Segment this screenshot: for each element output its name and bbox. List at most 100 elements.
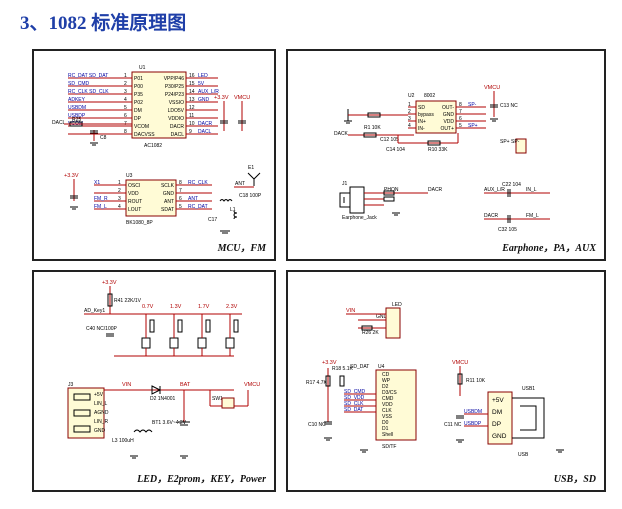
pin-number: 14: [189, 89, 195, 95]
pin-name: DM: [134, 108, 142, 114]
net-label: ADKEY: [68, 97, 86, 103]
r25-label: R25: [72, 117, 81, 123]
sd-pin-name: D3/CS: [382, 390, 397, 396]
key-resistor: [233, 319, 239, 333]
r26-label: R26 2K: [362, 330, 379, 336]
panel-caption: Earphone，PA，AUX: [502, 243, 596, 254]
vmcu-label: VMCU: [244, 382, 260, 388]
sw1-label: SW1: [212, 396, 223, 402]
pin-name: VPP/P46: [164, 76, 185, 82]
c14-label: C14 104: [386, 147, 405, 153]
j3-pin-label: AGND: [94, 410, 109, 416]
pin-name: P30/P25: [165, 84, 184, 90]
net-label: 5V: [198, 81, 205, 87]
usb-connector[interactable]: [487, 391, 513, 445]
pin-number: 6: [459, 116, 462, 122]
pin-name: GND: [443, 112, 455, 118]
key-resistor: [177, 319, 183, 333]
pin-number: 8: [459, 102, 462, 108]
u3-ref: U3: [126, 173, 133, 179]
dacl-label: DACL: [52, 120, 66, 126]
key-switch[interactable]: [197, 337, 207, 349]
c17-label: C17: [208, 217, 217, 223]
sd-part: SD/TF: [382, 444, 396, 450]
c10-label: C10 NC: [308, 422, 326, 428]
aux-label: AUX_L/R: [484, 187, 505, 193]
j3-pin-label: +5V: [94, 392, 104, 398]
pin-number: 12: [189, 105, 195, 111]
pin-number: 4: [408, 123, 411, 129]
page-title: 3、1082 标准原理图: [20, 13, 187, 34]
pin-number: 11: [189, 113, 194, 119]
net-label: USBDM: [68, 105, 86, 111]
earphone-jack[interactable]: [349, 186, 365, 214]
usb-label: USB: [518, 452, 529, 458]
pin-number: 2: [408, 109, 411, 115]
pin-number: 4: [118, 204, 121, 210]
pin-number: 7: [459, 109, 462, 115]
net-label: FM_L: [94, 204, 107, 210]
pin-name: VDD: [443, 119, 454, 125]
pin-name: VCOM: [134, 124, 149, 130]
key-switch[interactable]: [141, 337, 151, 349]
pin-number: 3: [118, 196, 121, 202]
pin-name: P02: [134, 100, 143, 106]
speaker-connector: [515, 138, 527, 154]
panel-usb-sd: VIN GND LED R26 2K +3.3V R17 4.7K R18 5.…: [286, 270, 606, 492]
pin-name: SCLK: [161, 183, 175, 189]
v33-label: +3.3V: [322, 360, 337, 366]
u2-ref: U2: [408, 93, 415, 99]
key-voltage-label: 2.3V: [226, 304, 238, 310]
pin-name: VDD: [128, 191, 139, 197]
pin-number: 8: [124, 129, 127, 135]
j3-label: J3: [68, 382, 74, 388]
panel-caption: USB，SD: [553, 474, 596, 485]
pin-name: P24/P23: [165, 92, 184, 98]
c13-label: C13 NC: [500, 103, 518, 109]
r18-label: R18 5.1K: [332, 366, 354, 372]
u2-chip: [415, 100, 457, 134]
l3-label: L3 100uH: [112, 438, 134, 444]
net-label: RC_CLK SD_CLK: [68, 89, 109, 95]
c22-label: C22 104: [502, 182, 521, 188]
pin-number: 1: [118, 180, 121, 186]
pin-name: LDO5V: [168, 108, 185, 114]
u1-chip: [131, 71, 187, 139]
pin-name: IN+: [418, 119, 426, 125]
pin-number: 3: [124, 89, 127, 95]
u4-ref: U4: [378, 364, 385, 370]
pin-name: P00: [134, 84, 143, 90]
key-switch[interactable]: [169, 337, 179, 349]
diode-d2: [151, 385, 162, 395]
pin-name: VDDIO: [168, 116, 184, 122]
sd-card-slot: [375, 369, 417, 441]
sd-pin-name: CD: [382, 372, 390, 378]
net-label: USBDM: [464, 409, 482, 415]
pin-name: DACR: [170, 124, 185, 130]
power-switch[interactable]: [221, 397, 235, 409]
net-label: FM_R: [94, 196, 108, 202]
pin-name: DACL: [171, 132, 185, 138]
pin-name: VSSIO: [169, 100, 184, 106]
u3-chip: [125, 179, 177, 217]
c12-label: C12 105: [380, 137, 399, 143]
vmcu-label: VMCU: [234, 95, 250, 101]
vin-label: VIN: [122, 382, 131, 388]
j3-pin-label: LIN_R: [94, 419, 109, 425]
u3-part: BK1080_8P: [126, 220, 153, 226]
net-label: DACL: [198, 129, 212, 135]
pin-number: 2: [118, 188, 121, 194]
usb-pin-name: DM: [492, 409, 502, 416]
led-title: LED: [392, 302, 402, 308]
bt1-label: BT1 3.6V~4.2V: [152, 420, 187, 426]
pin-number: 6: [179, 196, 182, 202]
vin-label: VIN: [346, 308, 355, 314]
r1-label: R1 10K: [364, 125, 381, 131]
led-key-schematic: +3.3V R41 22K/1V AD_Key1 C40 NC/100P 0.7…: [67, 280, 260, 459]
adkey-label: AD_Key1: [84, 308, 105, 314]
key-switch[interactable]: [225, 337, 235, 349]
dacr-label: DACR: [428, 187, 443, 193]
net-label: USBDP: [68, 113, 86, 119]
